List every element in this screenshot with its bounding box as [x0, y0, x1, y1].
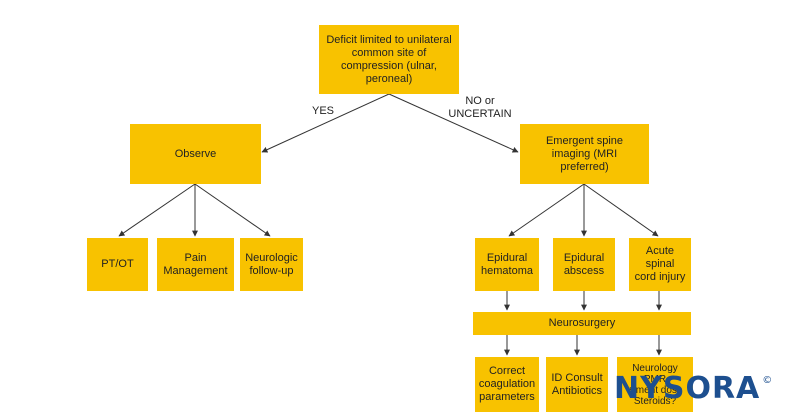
node-neurologic-followup: Neurologic follow-up	[240, 238, 303, 291]
edge-imaging-hematoma	[508, 183, 585, 237]
node-epidural-hematoma: Epidural hematoma	[475, 238, 539, 291]
nysora-logo: NYSORA ©	[614, 371, 773, 406]
node-epidural-abscess: Epidural abscess	[553, 238, 615, 291]
edge-label-yes: YES	[311, 105, 334, 117]
edge-observe-followup	[194, 183, 271, 237]
copyright-icon: ©	[762, 375, 774, 386]
node-observe: Observe	[130, 124, 261, 184]
edge-observe-ptot	[118, 183, 196, 237]
edge-imaging-cord	[583, 183, 659, 237]
node-root: Deficit limited to unilateral common sit…	[319, 25, 459, 94]
node-neurology: Neurology PMR ± ment dose Steroids?	[617, 357, 693, 412]
logo-text: NYSORA	[614, 371, 761, 406]
node-neurosurgery: Neurosurgery	[473, 312, 691, 335]
edge-root-observe	[261, 93, 390, 153]
node-ptot: PT/OT	[87, 238, 148, 291]
node-id-consult: ID Consult Antibiotics	[546, 357, 608, 412]
edge-label-no: NO or UNCERTAIN	[448, 95, 512, 120]
node-acute-spinal-cord-injury: Acute spinal cord injury	[629, 238, 691, 291]
edge-root-imaging	[388, 93, 519, 153]
node-pain-management: Pain Management	[157, 238, 234, 291]
node-imaging: Emergent spine imaging (MRI preferred)	[520, 124, 649, 184]
node-correct-coagulation: Correct coagulation parameters	[475, 357, 539, 412]
